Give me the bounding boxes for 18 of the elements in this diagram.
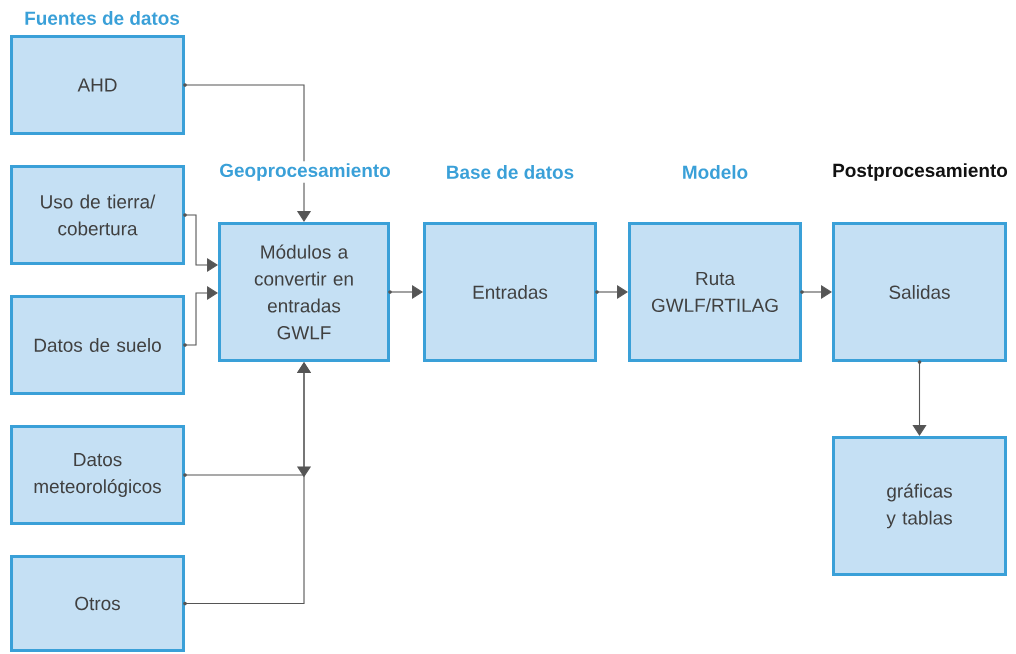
- arrow: [912, 361, 927, 436]
- arrow: [184, 285, 218, 346]
- process-box: gráficas y tablas: [832, 436, 1007, 576]
- process-box: Módulos a convertir en entradas GWLF: [218, 222, 392, 362]
- process-box: Ruta GWLF/RTILAG: [628, 222, 804, 362]
- heading: Geoprocesamiento: [217, 161, 393, 183]
- heading: Base de datos: [443, 163, 577, 181]
- process-box: Otros: [10, 555, 187, 652]
- process-box: Salidas: [832, 222, 1007, 364]
- heading: Fuentes de datos: [22, 9, 182, 27]
- process-box: Datos meteorológicos: [10, 425, 187, 525]
- process-box: Entradas: [423, 222, 599, 362]
- arrow: [184, 84, 312, 222]
- process-box: Uso de tierra/ cobertura: [10, 165, 187, 265]
- process-box: AHD: [10, 35, 187, 135]
- heading: Modelo: [679, 163, 751, 181]
- heading: Postprocesamiento: [830, 161, 1010, 183]
- process-box: Datos de suelo: [10, 295, 187, 395]
